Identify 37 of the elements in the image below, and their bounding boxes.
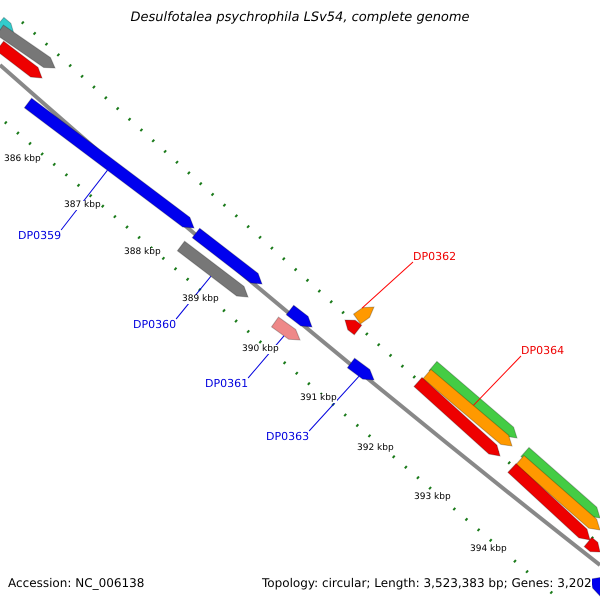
scale-label: 387 kbp bbox=[64, 201, 101, 210]
gene-label: DP0361 bbox=[205, 378, 248, 389]
gene-feature bbox=[413, 376, 501, 457]
leader-line bbox=[472, 356, 522, 406]
scale-label: 388 kbp bbox=[124, 248, 161, 257]
gene-feature bbox=[24, 98, 195, 229]
gene-feature bbox=[584, 536, 600, 553]
scale-label: 386 kbp bbox=[4, 155, 41, 164]
leader-line bbox=[362, 262, 414, 309]
scale-label: 393 kbp bbox=[414, 493, 451, 502]
scale-label: 394 kbp bbox=[470, 545, 507, 554]
gene-feature bbox=[270, 316, 301, 341]
gene-feature bbox=[286, 304, 313, 328]
gene-feature bbox=[346, 358, 375, 381]
gene-feature bbox=[0, 40, 43, 79]
gene-feature bbox=[515, 454, 600, 531]
gene-label: DP0360 bbox=[133, 319, 176, 330]
leader-line bbox=[60, 170, 108, 230]
footer-text: Accession: NC_006138 bbox=[8, 577, 144, 589]
title: Desulfotalea psychrophila LSv54, complete genome bbox=[129, 11, 471, 24]
gene-feature bbox=[344, 319, 362, 336]
gene-feature bbox=[0, 24, 56, 69]
scale-label: 389 kbp bbox=[182, 295, 219, 304]
scale-label: 390 kbp bbox=[242, 345, 279, 354]
gene-feature bbox=[192, 228, 263, 285]
scale-label: 392 kbp bbox=[357, 444, 394, 453]
footer-text: Topology: circular; Length: 3,523,383 bp; Genes: 3,202 bbox=[262, 577, 592, 589]
gene-feature bbox=[507, 462, 591, 541]
gene-label: DP0359 bbox=[18, 230, 62, 241]
gene-label: DP0364 bbox=[521, 345, 564, 356]
gene-label: DP0363 bbox=[266, 431, 310, 442]
gene-feature bbox=[352, 306, 375, 325]
gene-feature bbox=[422, 368, 513, 447]
gene-feature bbox=[590, 576, 600, 597]
leader-line bbox=[308, 376, 360, 432]
gene-label: DP0362 bbox=[413, 251, 456, 262]
scale-label: 391 kbp bbox=[300, 394, 337, 403]
